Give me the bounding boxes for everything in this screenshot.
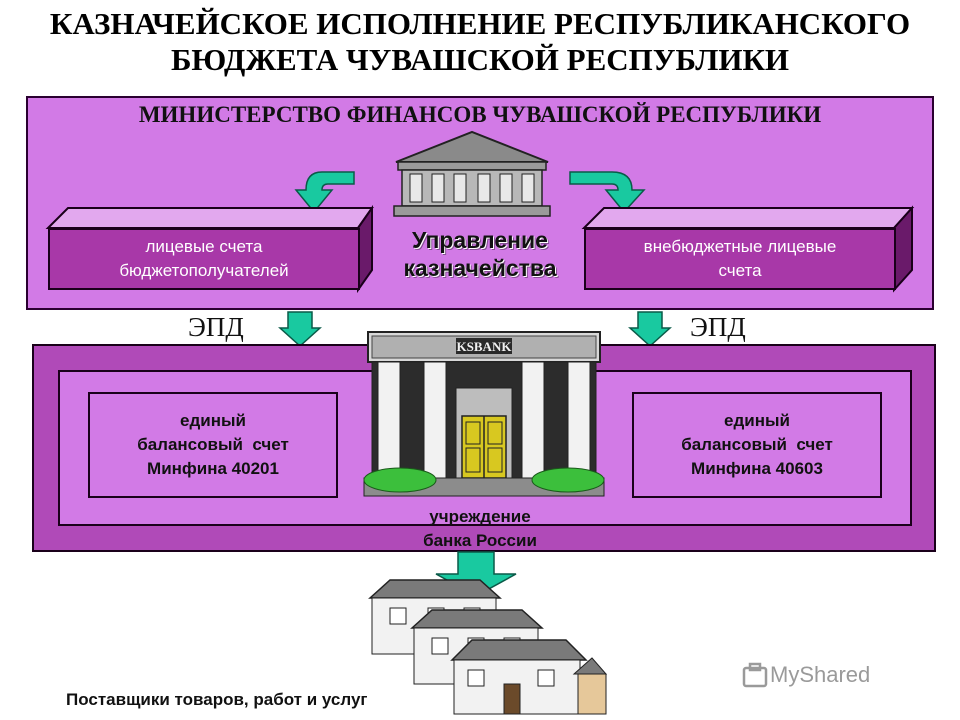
epd-left-label: ЭПД: [188, 312, 244, 342]
bank-label-line-1: учреждение: [429, 507, 531, 526]
house-icon: [368, 579, 608, 715]
epd-right-label: ЭПД: [690, 312, 746, 342]
arrow-to-right-box: [569, 171, 646, 214]
acc-40603-line-2: балансовый счет: [681, 435, 833, 454]
bank-label-line-2: банка России: [423, 531, 537, 550]
epd-left-arrow: [278, 311, 322, 348]
budget-recipients-accounts-box: лицевые счета бюджетополучателей: [48, 228, 360, 290]
right-box-line-2: счета: [718, 261, 762, 280]
left-box-line-1: лицевые счета: [145, 237, 263, 256]
right-box-line-1: внебюджетные лицевые: [643, 237, 837, 256]
left-box-line-2: бюджетополучателей: [119, 261, 289, 280]
treasury-label: Управление казначейства: [380, 226, 580, 282]
myshared-logo-icon: [742, 662, 768, 688]
ministry-title: МИНИСТЕРСТВО ФИНАНСОВ ЧУВАШСКОЙ РЕСПУБЛИ…: [138, 102, 822, 127]
acc-40201-line-3: Минфина 40201: [147, 459, 279, 478]
epd-right-arrow: [628, 311, 672, 348]
treasury-line-1: Управление: [412, 227, 548, 253]
page-title: КАЗНАЧЕЙСКОЕ ИСПОЛНЕНИЕ РЕСПУБЛИКАНСКОГО…: [0, 6, 960, 78]
title-line-2: БЮДЖЕТА ЧУВАШСКОЙ РЕСПУБЛИКИ: [170, 42, 790, 77]
bank-sign: KSBANK: [457, 339, 513, 354]
account-40201-box: единый балансовый счет Минфина 40201: [88, 392, 338, 498]
government-building-icon: [393, 130, 551, 217]
arrow-to-left-box: [294, 171, 355, 214]
acc-40603-line-1: единый: [724, 411, 790, 430]
suppliers-label: Поставщики товаров, работ и услуг: [66, 690, 368, 709]
watermark-text: MyShared: [770, 662, 871, 687]
acc-40603-line-3: Минфина 40603: [691, 459, 823, 478]
acc-40201-line-2: балансовый счет: [137, 435, 289, 454]
extrabudgetary-accounts-box: внебюджетные лицевые счета: [584, 228, 896, 290]
title-line-1: КАЗНАЧЕЙСКОЕ ИСПОЛНЕНИЕ РЕСПУБЛИКАНСКОГО: [49, 6, 911, 41]
treasury-line-2: казначейства: [403, 255, 557, 281]
acc-40201-line-1: единый: [180, 411, 246, 430]
bank-of-russia-label: учреждение банка России: [380, 505, 580, 553]
account-40603-box: единый балансовый счет Минфина 40603: [632, 392, 882, 498]
bank-building-icon: KSBANK: [363, 331, 605, 497]
